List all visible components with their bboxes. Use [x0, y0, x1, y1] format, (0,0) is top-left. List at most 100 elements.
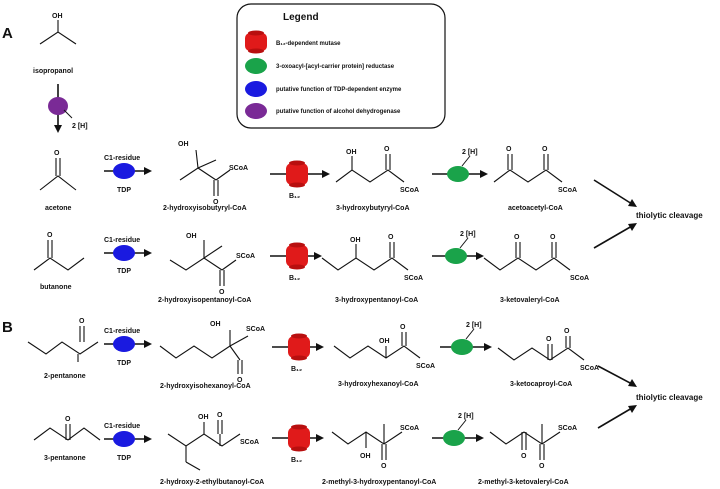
compound-label-2-methyl-3-ketovaleryl-coa: 2-methyl-3-ketovaleryl-CoA: [478, 479, 569, 486]
structure-3-hydroxybutyryl-coa: OH O SCoA: [335, 146, 419, 194]
step-tdp-b2: C1-residue TDP: [104, 423, 152, 462]
compound-label-2-hydroxy-2-ethylbutanoyl-coa: 2-hydroxy-2-ethylbutanoyl-CoA: [160, 479, 264, 486]
label-2h: 2 [H]: [466, 322, 482, 329]
compound-label-2-hydroxyisobutyryl-coa: 2-hydroxyisobutyryl-CoA: [163, 205, 247, 212]
reductase-icon: [447, 166, 469, 182]
structure-acetoacetyl-coa: O O SCoA: [493, 146, 577, 194]
atom-o: O: [54, 150, 60, 157]
compound-label-3-ketovaleryl-coa: 3-ketovaleryl-CoA: [500, 297, 560, 304]
label-tdp: TDP: [117, 360, 131, 367]
atom-scoa: SCoA: [246, 326, 265, 333]
atom-oh: OH: [350, 237, 361, 244]
structure-2-hydroxyisobutyryl-coa: OH SCoA O: [178, 141, 248, 206]
legend-box: Legend B₁₂-dependent mutase 3-oxoacyl-[a…: [236, 3, 446, 129]
blue-ellipse-icon: [245, 81, 267, 97]
atom-o: O: [388, 234, 394, 241]
reductase-icon: [451, 339, 473, 355]
label-2h: 2 [H]: [72, 123, 88, 130]
reductase-icon: [443, 430, 465, 446]
step-reductase-a1: 2 [H]: [432, 149, 488, 182]
atom-oh: OH: [346, 149, 357, 156]
compound-label-acetoacetyl-coa: acetoacetyl-CoA: [508, 205, 563, 212]
atom-scoa: SCoA: [400, 187, 419, 194]
structure-butanone: O: [33, 232, 85, 271]
atom-o: O: [514, 234, 520, 241]
atom-o: O: [213, 199, 219, 206]
b12-mutase-icon: [288, 424, 310, 452]
structure-2-hydroxyisohexanoyl-coa: OH SCoA O: [159, 321, 265, 384]
label-2h: 2 [H]: [460, 231, 476, 238]
atom-oh: OH: [198, 414, 209, 421]
step-tdp-a1: C1-residue TDP: [104, 155, 152, 194]
label-b12: B₁₂: [289, 193, 300, 200]
atom-o: O: [217, 412, 223, 419]
atom-o: O: [400, 324, 406, 331]
compound-label-acetone: acetone: [45, 205, 72, 212]
label-thiolytic-cleavage-a: thiolytic cleavage: [636, 211, 703, 220]
green-ellipse-icon: [245, 58, 267, 74]
purple-ellipse-icon: [245, 103, 267, 119]
atom-o: O: [47, 232, 53, 239]
atom-o: O: [65, 416, 71, 423]
b12-mutase-icon: [288, 333, 310, 361]
compound-label-3-hydroxybutyryl-coa: 3-hydroxybutyryl-CoA: [336, 205, 410, 212]
atom-scoa: SCoA: [570, 275, 589, 282]
outcome-b: thiolytic cleavage: [597, 365, 703, 429]
atom-oh: OH: [52, 13, 63, 20]
structure-3-ketovaleryl-coa: O O SCoA: [483, 234, 589, 282]
atom-scoa: SCoA: [229, 165, 248, 172]
compound-label-isopropanol: isopropanol: [33, 68, 73, 75]
reductase-icon: [445, 248, 467, 264]
legend-item-label: 3-oxoacyl-[acyl-carrier protein] reducta…: [276, 64, 395, 70]
compound-label-3-pentanone: 3-pentanone: [44, 455, 86, 462]
label-tdp: TDP: [117, 268, 131, 275]
legend-item-label: putative function of TDP-dependent enzym…: [276, 87, 402, 93]
step-b12-b2: B₁₂: [272, 424, 324, 464]
compound-label-3-ketocaproyl-coa: 3-ketocaproyl-CoA: [510, 381, 572, 388]
compound-label-3-hydroxyhexanoyl-coa: 3-hydroxyhexanoyl-CoA: [338, 381, 419, 388]
outcome-a: thiolytic cleavage: [593, 179, 703, 249]
legend-item-label: B₁₂-dependent mutase: [276, 41, 341, 47]
atom-o: O: [546, 336, 552, 343]
label-tdp: TDP: [117, 187, 131, 194]
compound-label-butanone: butanone: [40, 284, 72, 291]
b12-mutase-icon: [286, 160, 308, 188]
tdp-enzyme-icon: [113, 245, 135, 261]
label-thiolytic-cleavage-b: thiolytic cleavage: [636, 393, 703, 402]
compound-label-2-methyl-3-hydroxypentanoyl-coa: 2-methyl-3-hydroxypentanoyl-CoA: [322, 479, 436, 486]
step-alcohol-dehydrogenase: 2 [H]: [48, 84, 88, 133]
label-c1-residue: C1-residue: [104, 328, 140, 335]
structure-3-hydroxypentanoyl-coa: OH O SCoA: [321, 234, 423, 282]
structure-2-methyl-3-hydroxypentanoyl-coa: OH O SCoA: [331, 424, 419, 470]
atom-o: O: [219, 289, 225, 296]
legend-item-label: putative function of alcohol dehydrogena…: [276, 109, 401, 115]
label-b12: B₁₂: [291, 366, 302, 373]
atom-scoa: SCoA: [580, 365, 599, 372]
atom-scoa: SCoA: [404, 275, 423, 282]
b12-mutase-icon: [286, 242, 308, 270]
structure-2-hydroxyisopentanoyl-coa: OH SCoA O: [169, 233, 255, 296]
atom-scoa: SCoA: [400, 425, 419, 432]
compound-label-3-hydroxypentanoyl-coa: 3-hydroxypentanoyl-CoA: [335, 297, 418, 304]
atom-scoa: SCoA: [236, 253, 255, 260]
atom-oh: OH: [379, 338, 390, 345]
atom-o: O: [521, 453, 527, 460]
step-b12-a1: B₁₂: [270, 160, 330, 200]
step-reductase-b2: 2 [H]: [432, 413, 484, 446]
atom-scoa: SCoA: [558, 187, 577, 194]
atom-oh: OH: [210, 321, 221, 328]
legend-title: Legend: [283, 12, 319, 23]
legend-item-tdp-enzyme: putative function of TDP-dependent enzym…: [245, 81, 402, 97]
label-tdp: TDP: [117, 455, 131, 462]
tdp-enzyme-icon: [113, 336, 135, 352]
atom-o: O: [550, 234, 556, 241]
tdp-enzyme-icon: [113, 163, 135, 179]
label-c1-residue: C1-residue: [104, 155, 140, 162]
structure-acetone: O: [39, 150, 77, 191]
atom-o: O: [539, 463, 545, 470]
label-c1-residue: C1-residue: [104, 237, 140, 244]
label-2h: 2 [H]: [458, 413, 474, 420]
atom-scoa: SCoA: [558, 425, 577, 432]
structure-2-pentanone: O: [27, 318, 99, 362]
